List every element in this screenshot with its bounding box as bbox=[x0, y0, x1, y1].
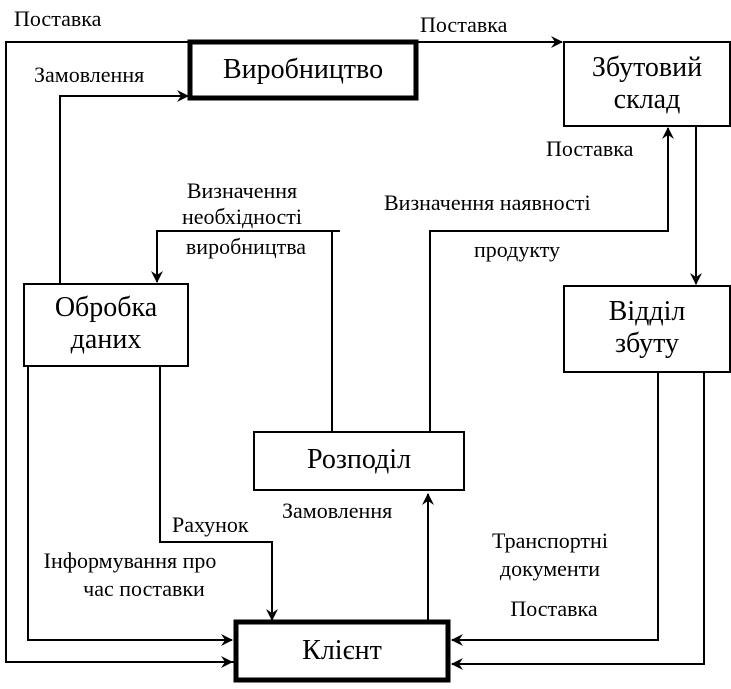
node-zbutovyi-sklad-line2: склад bbox=[614, 84, 681, 115]
node-zbutovyi-sklad-line1: Збутовий bbox=[592, 52, 702, 83]
edge-rozpodil-to-sklad bbox=[429, 127, 674, 432]
label-zamovlennia-bottom: Замовлення bbox=[282, 498, 392, 523]
node-viddil-zbutu: Відділ збуту bbox=[563, 285, 731, 373]
edge-viddil-to-client-docs bbox=[451, 372, 659, 646]
label-rakhunok: Рахунок bbox=[172, 512, 249, 537]
label-informuvannia-line1: Інформування про bbox=[44, 548, 217, 573]
node-obrobka-danykh-line1: Обробка bbox=[55, 292, 158, 323]
edge-obrobka-to-vyrobnytstvo bbox=[59, 90, 189, 284]
label-zamovlennia-top: Замовлення bbox=[34, 62, 144, 87]
label-naiavnist-line2: продукту bbox=[474, 237, 560, 262]
node-viddil-zbutu-line2: збуту bbox=[615, 328, 679, 359]
node-vyrobnytstvo: Виробництво bbox=[187, 39, 419, 101]
label-neobkhidnist-line3: виробництва bbox=[186, 234, 306, 259]
edge-neobkhidnist-to-obrobka bbox=[151, 230, 340, 283]
label-top-right-postavka: Поставка bbox=[420, 12, 508, 37]
label-transportni-line2: документи bbox=[500, 556, 600, 581]
edge-viddil-to-client-postavka bbox=[451, 372, 705, 670]
edge-obrobka-to-client-info bbox=[27, 366, 233, 646]
label-informuvannia-line2: час поставки bbox=[83, 576, 205, 601]
node-obrobka-danykh: Обробка даних bbox=[23, 283, 189, 367]
node-kliient: Клієнт bbox=[233, 619, 451, 683]
node-obrobka-danykh-line2: даних bbox=[71, 324, 142, 355]
label-top-left-postavka: Поставка bbox=[14, 6, 102, 31]
node-rozpodil-label: Розподіл bbox=[307, 444, 411, 475]
node-zbutovyi-sklad: Збутовий склад bbox=[563, 41, 731, 127]
node-rozpodil: Розподіл bbox=[253, 431, 465, 491]
label-naiavnist-line1: Визначення наявності bbox=[384, 190, 591, 215]
label-neobkhidnist-line1: Визначення bbox=[187, 178, 297, 203]
label-transportni-line1: Транспортні bbox=[492, 528, 608, 553]
edge-obrobka-to-client-rakhunok bbox=[159, 366, 278, 621]
label-bottom-postavka: Поставка bbox=[510, 596, 598, 621]
label-sklad-postavka: Поставка bbox=[546, 136, 634, 161]
node-vyrobnytstvo-label: Виробництво bbox=[223, 54, 383, 85]
node-viddil-zbutu-line1: Відділ bbox=[609, 296, 686, 327]
node-kliient-label: Клієнт bbox=[302, 635, 382, 666]
label-neobkhidnist-line2: необхідності bbox=[182, 204, 302, 229]
